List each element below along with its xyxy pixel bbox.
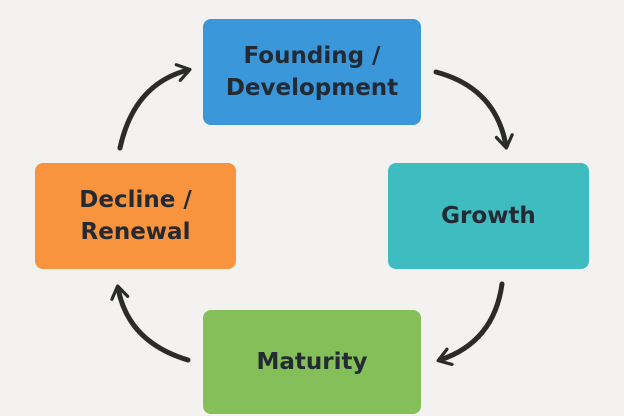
arrow-maturity-to-decline (110, 284, 191, 363)
stage-decline-renewal: Decline / Renewal (35, 163, 236, 269)
stage-label-line: Maturity (256, 349, 368, 375)
arrow-growth-to-maturity (436, 281, 505, 367)
stage-label-line: Growth (441, 203, 536, 229)
stage-label-line: Renewal (80, 219, 191, 245)
arrow-founding-to-growth (433, 69, 514, 150)
arrow-decline-to-founding (117, 63, 192, 151)
stage-label-line: Decline / (79, 187, 192, 213)
stage-founding-development: Founding / Development (203, 19, 421, 125)
stage-growth: Growth (388, 163, 589, 269)
stage-maturity: Maturity (203, 310, 421, 414)
stage-label-line: Founding / (243, 43, 381, 69)
stage-label-line: Development (225, 75, 399, 101)
